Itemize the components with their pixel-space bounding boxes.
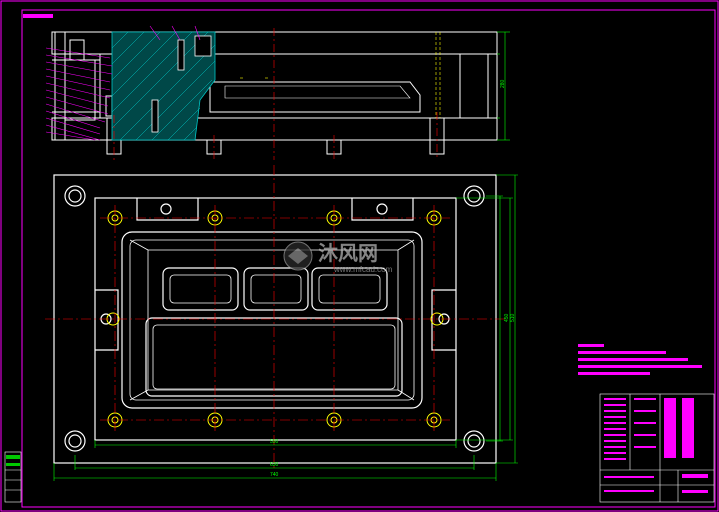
dim-side-height: 280 (500, 79, 506, 88)
section-hidden-lines (240, 32, 441, 118)
section-centerlines (113, 28, 438, 160)
watermark: 沐风网 www.mfcad.com (283, 241, 393, 274)
plan-centerlines (45, 165, 505, 470)
dim-vertical-1: 450 (504, 313, 510, 322)
title-block-bom (604, 398, 708, 493)
title-block (599, 393, 715, 503)
margin-code-box (4, 451, 22, 503)
dim-vertical-2: 510 (510, 313, 516, 322)
dim-width-inner: 550 (270, 439, 279, 445)
section-hatch (111, 31, 216, 141)
front-section-view (51, 31, 498, 155)
plan-dimensions (53, 174, 518, 481)
dim-width-outer: 740 (270, 472, 279, 478)
watermark-url: www.mfcad.com (333, 265, 393, 274)
technical-notes (578, 344, 702, 375)
watermark-brand: 沐风网 (318, 241, 378, 265)
part-leader-lines (45, 25, 201, 141)
dim-width-mid: 630 (270, 462, 279, 468)
front-view-dims (497, 31, 510, 141)
guide-holes (64, 185, 485, 452)
